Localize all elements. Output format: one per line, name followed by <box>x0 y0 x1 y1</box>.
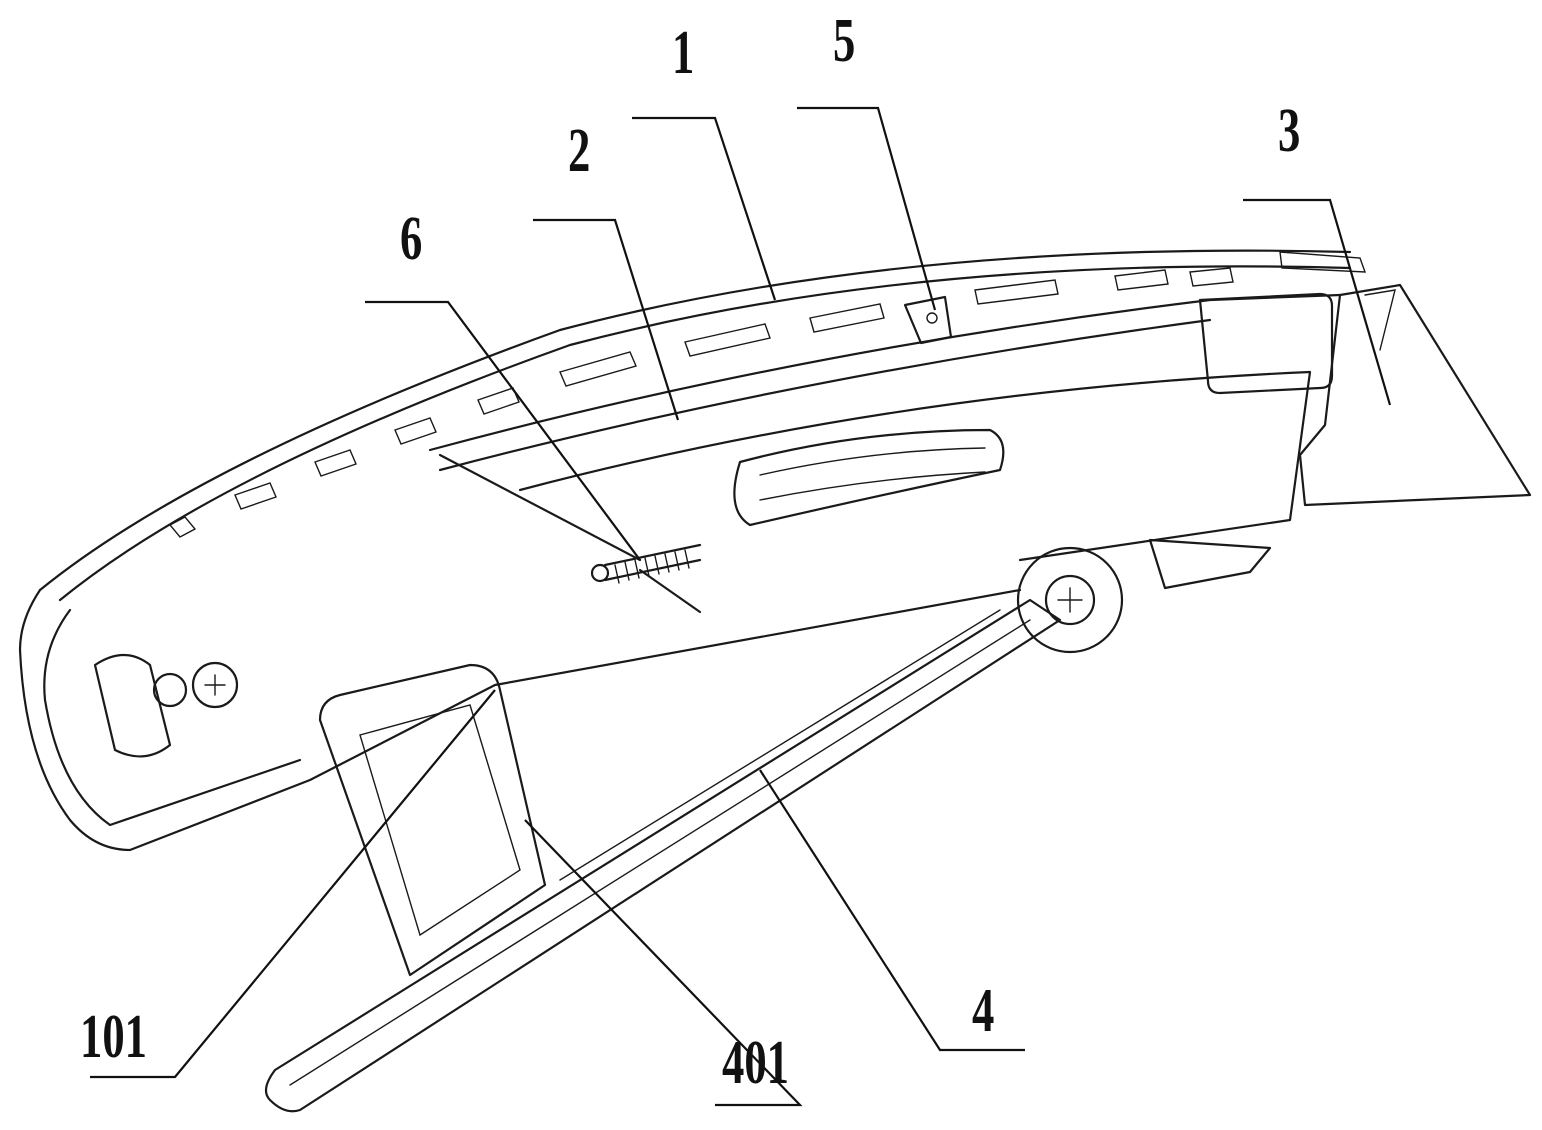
leader-1 <box>632 118 775 300</box>
lever-part-4 <box>266 540 1270 1111</box>
label-401: 401 <box>722 1032 789 1094</box>
label-2: 2 <box>568 120 590 182</box>
end-screw <box>95 655 237 756</box>
part-5-hole <box>927 313 937 323</box>
label-6: 6 <box>400 208 422 270</box>
label-4: 4 <box>972 980 994 1042</box>
leader-lines <box>90 108 1390 1105</box>
spring-part-6 <box>440 455 700 612</box>
leader-101 <box>90 690 495 1077</box>
leader-2 <box>533 220 678 420</box>
label-1: 1 <box>672 22 694 84</box>
blade-part-3 <box>1280 252 1530 505</box>
slider-part-2 <box>430 294 1340 560</box>
top-slots <box>170 268 1233 537</box>
label-5: 5 <box>833 10 855 72</box>
label-3: 3 <box>1278 100 1300 162</box>
label-101: 101 <box>80 1006 147 1068</box>
